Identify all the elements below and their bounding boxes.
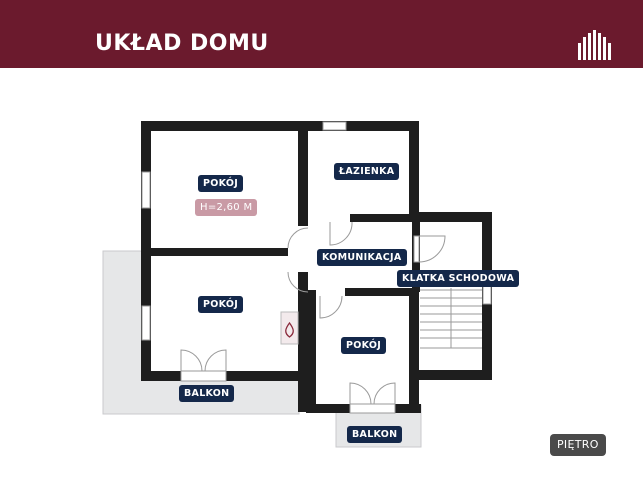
room-label-pokoj-mid-left: POKÓJ (198, 296, 244, 313)
page-title: UKŁAD DOMU (95, 31, 269, 56)
room-label-komunikacja: KOMUNIKACJA (317, 249, 407, 266)
room-label-klatka-schodowa: KLATKA SCHODOWA (397, 270, 520, 287)
room-label-lazienka: ŁAZIENKA (334, 163, 400, 180)
house-stripes-icon (578, 30, 611, 60)
header-bar: UKŁAD DOMU (0, 0, 643, 68)
stairs (420, 288, 482, 349)
ceiling-height-label: H=2,60 M (195, 199, 258, 216)
room-label-balkon-left: BALKON (179, 385, 235, 402)
floor-label: PIĘTRO (550, 434, 606, 456)
room-label-pokoj-top-left: POKÓJ (198, 175, 244, 192)
fireplace-icon (280, 311, 299, 345)
doors (180, 221, 446, 405)
room-label-pokoj-bottom-right: POKÓJ (341, 337, 387, 354)
room-label-balkon-bottom: BALKON (347, 426, 403, 443)
